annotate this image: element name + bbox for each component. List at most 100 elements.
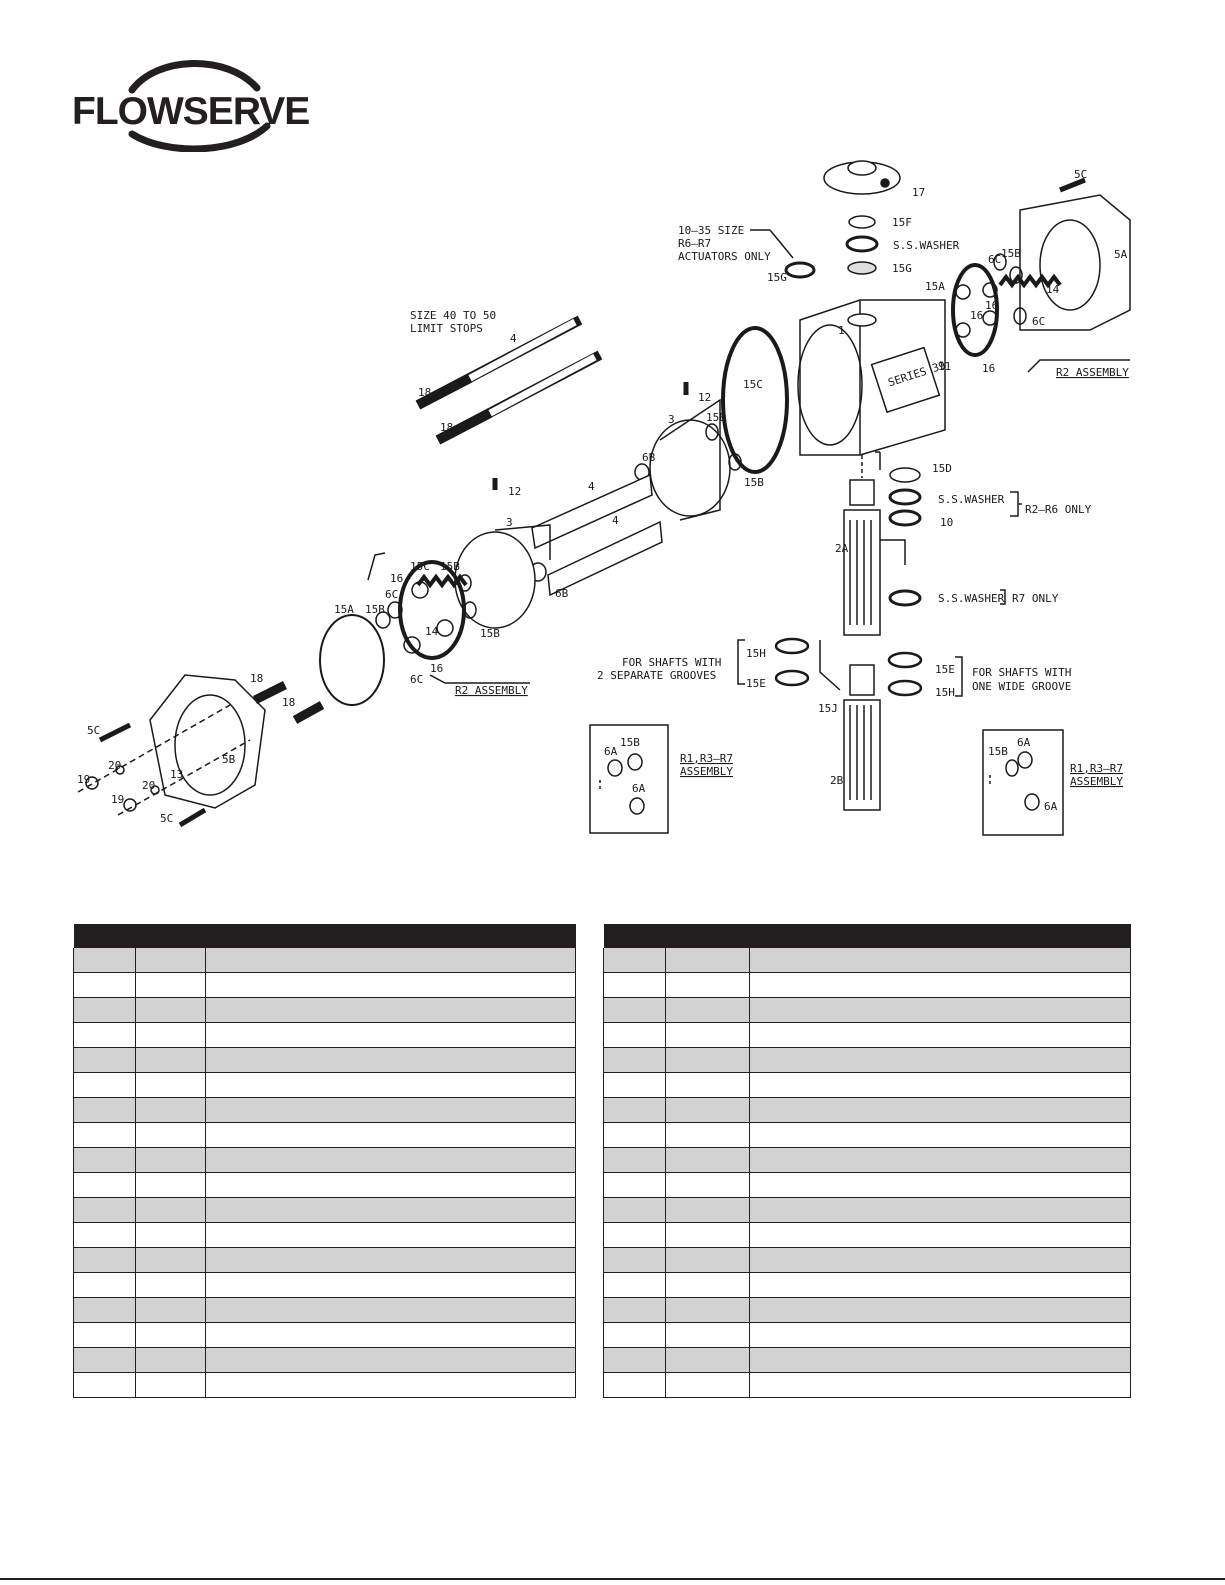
table-cell: [603, 1322, 666, 1348]
table-row: [73, 1322, 576, 1348]
logo-wordmark: FLOWSERVE: [72, 90, 309, 133]
table-cell: [135, 1097, 206, 1123]
label-5c-left: 5C: [87, 724, 100, 737]
table-cell: [603, 1072, 666, 1098]
table-row: [73, 1347, 576, 1373]
box2-title-b: ASSEMBLY: [1070, 775, 1123, 788]
table-cell: [205, 1222, 576, 1248]
label-15c-right: 15C: [743, 378, 763, 391]
table-row: [73, 972, 576, 998]
box1-title-a: R1,R3–R7: [680, 752, 733, 765]
table-cell: [73, 1097, 136, 1123]
label-15g-top: 15G: [892, 262, 912, 275]
table-row: [73, 1097, 576, 1123]
label-6b-left: 6B: [555, 587, 569, 600]
table-cell: [135, 1147, 206, 1173]
table-cell: [205, 1147, 576, 1173]
table-cell: [665, 1247, 750, 1273]
box2-label-6a-a: 6A: [1017, 736, 1031, 749]
table-cell: [603, 1172, 666, 1198]
table-cell: [665, 1197, 750, 1223]
label-15e-right: 15E: [935, 663, 955, 676]
label-6b-right: 6B: [642, 451, 656, 464]
table-cell: [73, 972, 136, 998]
table-row: [603, 1322, 1131, 1348]
table-cell: [73, 1247, 136, 1273]
table-cell: [749, 1172, 1131, 1198]
table-cell: [749, 1097, 1131, 1123]
label-20-b: 20: [142, 779, 155, 792]
note-r2-r6-only: R2–R6 ONLY: [1025, 503, 1092, 516]
label-6c-top: 6C: [988, 253, 1001, 266]
assembly-box-left: [589, 724, 669, 834]
table-cell: [749, 948, 1131, 973]
label-16-top-a: 16: [985, 299, 998, 312]
shaft-2b: [843, 664, 881, 811]
table-row: [603, 1097, 1131, 1123]
label-16-left-b: 16: [430, 662, 443, 675]
table-row: [73, 1297, 576, 1323]
label-13: 13: [170, 768, 183, 781]
table-cell: [205, 1347, 576, 1373]
table-cell: [73, 1072, 136, 1098]
box1-label-6a-b: 6A: [632, 782, 646, 795]
table-cell: [665, 1172, 750, 1198]
table-cell: [749, 1022, 1131, 1048]
table-cell: [665, 1372, 750, 1398]
label-5c-bottom: 5C: [160, 812, 173, 825]
table-cell: [665, 1072, 750, 1098]
label-r2-assembly-left: R2 ASSEMBLY: [455, 684, 528, 697]
table-cell: [205, 1372, 576, 1398]
table-cell: [603, 1347, 666, 1373]
label-16-left-a: 16: [390, 572, 403, 585]
table-cell: [749, 1122, 1131, 1148]
end-cap-left: [149, 674, 266, 809]
table-cell: [603, 1097, 666, 1123]
table-cell: [665, 1097, 750, 1123]
label-2a: 2A: [835, 542, 849, 555]
table-cell: [603, 1022, 666, 1048]
label-19-b: 19: [111, 793, 124, 806]
note-actuators-only: ACTUATORS ONLY: [678, 250, 771, 263]
box2-title-a: R1,R3–R7: [1070, 762, 1123, 775]
table-row: [73, 1272, 576, 1298]
box2-label-15b: 15B: [988, 745, 1008, 758]
table-cell: [205, 1072, 576, 1098]
table-row: [603, 1022, 1131, 1048]
table-cell: [135, 948, 206, 973]
table-body-left: [73, 948, 576, 1398]
table-cell: [665, 1322, 750, 1348]
table-cell: [603, 948, 666, 973]
table-cell: [73, 1147, 136, 1173]
label-16-top-c: 16: [982, 362, 995, 375]
table-cell: [73, 1122, 136, 1148]
table-cell: [603, 1222, 666, 1248]
table-cell: [135, 1272, 206, 1298]
table-row: [73, 948, 576, 973]
table-cell: [665, 1272, 750, 1298]
label-14-left: 14: [425, 625, 439, 638]
logo-swoosh-bottom: [128, 122, 271, 152]
table-row: [73, 1222, 576, 1248]
note-two-grooves-b: 2 SEPARATE GROOVES: [597, 669, 716, 682]
table-header-row: [603, 924, 1131, 948]
piston-right: [649, 398, 731, 521]
table-cell: [749, 1072, 1131, 1098]
table-cell: [205, 1197, 576, 1223]
table-cell: [749, 1272, 1131, 1298]
label-16-top-b: 16: [970, 309, 983, 322]
table-cell: [749, 1322, 1131, 1348]
table-cell: [749, 1047, 1131, 1073]
box1-label-15b: 15B: [620, 736, 640, 749]
label-5c-top: 5C: [1074, 168, 1087, 181]
label-20-a: 20: [108, 759, 121, 772]
table-cell: [135, 1047, 206, 1073]
table-cell: [603, 997, 666, 1023]
table-row: [603, 1247, 1131, 1273]
table-cell: [205, 948, 576, 973]
table-cell: [603, 1122, 666, 1148]
label-11: 11: [938, 360, 951, 373]
table-cell: [135, 972, 206, 998]
label-17: 17: [912, 186, 925, 199]
label-15d: 15D: [932, 462, 952, 475]
